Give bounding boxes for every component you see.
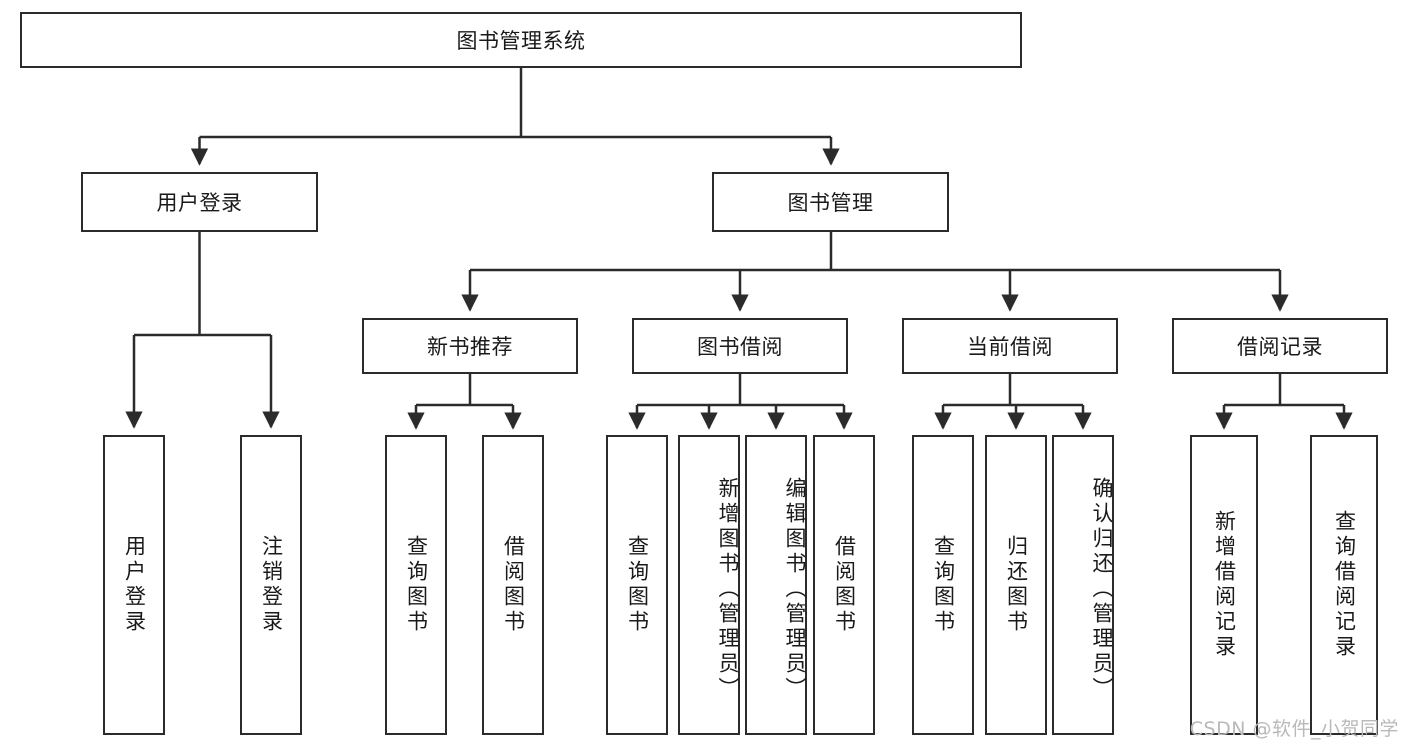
node-label: 新书推荐 — [427, 335, 513, 359]
node-leaf-return-book[interactable]: 归还图书 — [985, 435, 1047, 735]
node-label: 借阅记录 — [1237, 335, 1323, 359]
node-label: 图书借阅 — [697, 335, 783, 359]
node-label: 查询图书 — [404, 535, 429, 635]
node-label: 确认归还（管理员） — [1090, 476, 1114, 702]
node-label: 编辑图书（管理员） — [783, 476, 807, 702]
node-new-book-recommend[interactable]: 新书推荐 — [362, 318, 578, 374]
node-label: 用户登录 — [122, 535, 147, 635]
node-user-login[interactable]: 用户登录 — [81, 172, 318, 232]
node-current-borrow[interactable]: 当前借阅 — [902, 318, 1118, 374]
node-leaf-edit-book-admin[interactable]: 编辑图书（管理员） — [745, 435, 807, 735]
node-label: 借阅图书 — [832, 535, 857, 635]
node-leaf-user-login[interactable]: 用户登录 — [103, 435, 165, 735]
node-label: 借阅图书 — [501, 535, 526, 635]
node-leaf-query-book-3[interactable]: 查询图书 — [912, 435, 974, 735]
node-leaf-add-borrow-record[interactable]: 新增借阅记录 — [1190, 435, 1258, 735]
node-leaf-user-logout[interactable]: 注销登录 — [240, 435, 302, 735]
node-book-borrow[interactable]: 图书借阅 — [632, 318, 848, 374]
node-label: 查询图书 — [931, 535, 956, 635]
node-label: 新增图书（管理员） — [716, 476, 740, 702]
node-label: 注销登录 — [259, 535, 284, 635]
node-book-manage[interactable]: 图书管理 — [712, 172, 949, 232]
node-leaf-borrow-book-2[interactable]: 借阅图书 — [813, 435, 875, 735]
node-leaf-query-borrow-record[interactable]: 查询借阅记录 — [1310, 435, 1378, 735]
node-label: 用户登录 — [156, 191, 243, 215]
node-borrow-record[interactable]: 借阅记录 — [1172, 318, 1388, 374]
node-label: 新增借阅记录 — [1212, 510, 1237, 660]
node-label: 查询借阅记录 — [1332, 510, 1357, 660]
node-label: 图书管理系统 — [456, 29, 586, 53]
node-leaf-add-book-admin[interactable]: 新增图书（管理员） — [678, 435, 740, 735]
node-label: 当前借阅 — [967, 335, 1053, 359]
node-root-system[interactable]: 图书管理系统 — [20, 12, 1022, 68]
node-leaf-query-book-2[interactable]: 查询图书 — [606, 435, 668, 735]
node-leaf-borrow-book-1[interactable]: 借阅图书 — [482, 435, 544, 735]
node-leaf-query-book-1[interactable]: 查询图书 — [385, 435, 447, 735]
node-leaf-confirm-return-admin[interactable]: 确认归还（管理员） — [1052, 435, 1114, 735]
csdn-watermark: CSDN @软件_小贺同学 — [1189, 718, 1399, 740]
node-label: 归还图书 — [1004, 535, 1029, 635]
node-label: 图书管理 — [787, 191, 874, 215]
node-label: 查询图书 — [625, 535, 650, 635]
